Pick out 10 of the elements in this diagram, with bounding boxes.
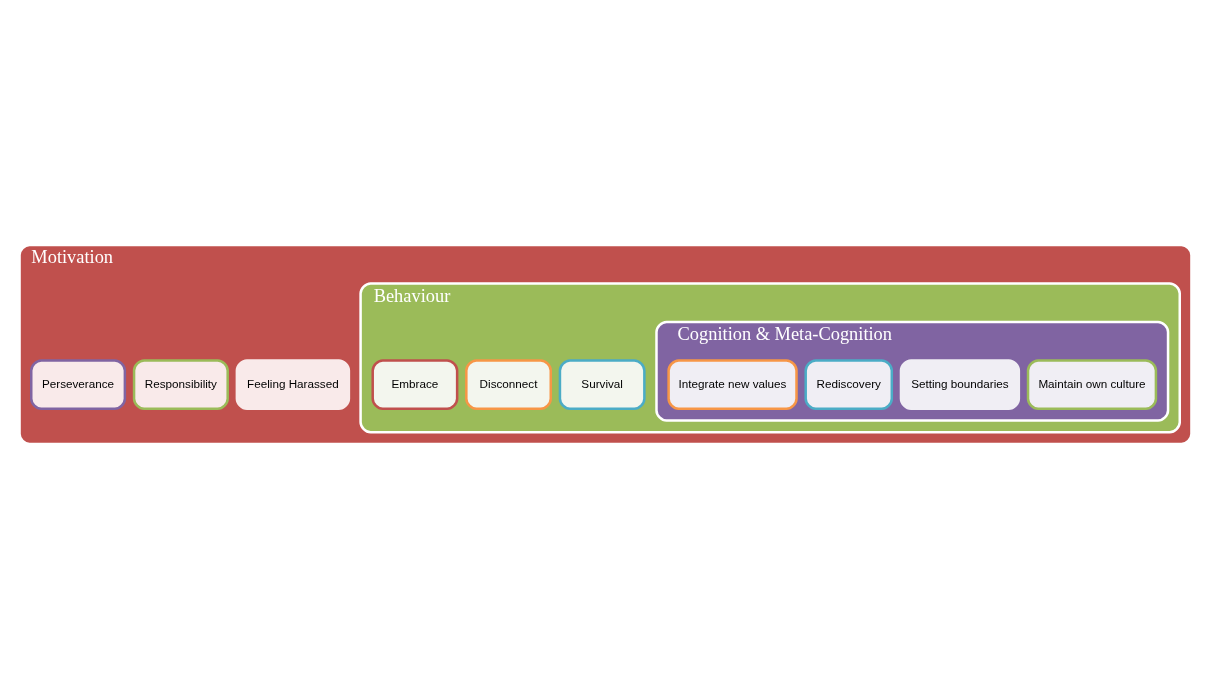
node-box: Responsibility <box>132 358 229 410</box>
node-box: Setting boundaries <box>899 358 1021 410</box>
node-box: Maintain own culture <box>1026 358 1158 410</box>
node-box: Disconnect <box>465 358 552 410</box>
node-box: Feeling Harassed <box>235 358 351 410</box>
node-box: Rediscovery <box>804 358 894 410</box>
node-box: Survival <box>558 358 646 410</box>
node-box: Integrate new values <box>667 358 798 410</box>
node-box: Embrace <box>371 358 459 410</box>
node-box: Perseverance <box>30 358 127 410</box>
